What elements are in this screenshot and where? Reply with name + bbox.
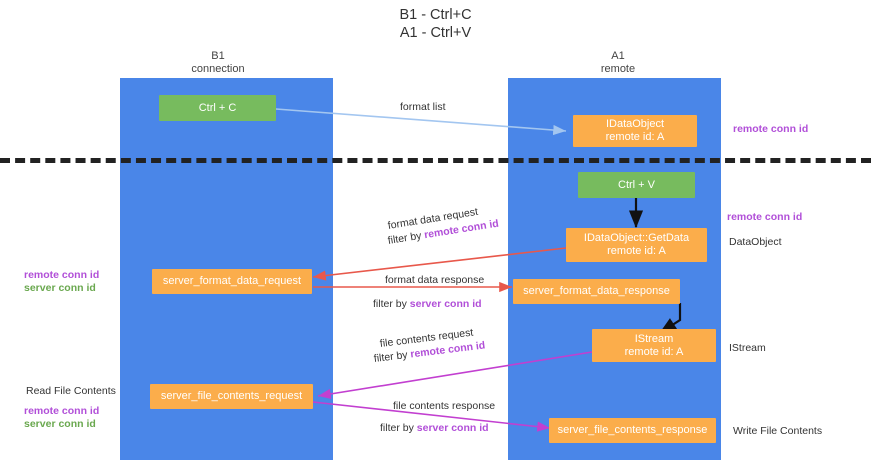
filter-prefix: filter by bbox=[380, 422, 417, 434]
section-divider bbox=[0, 158, 871, 163]
node-ctrl-v-label: Ctrl + V bbox=[618, 178, 655, 191]
edge-label-file-contents-response: file contents response bbox=[393, 400, 495, 413]
node-server-file-contents-request-label: server_file_contents_request bbox=[160, 390, 303, 402]
node-server-file-contents-request[interactable]: server_file_contents_request bbox=[150, 384, 313, 409]
diagram-title: B1 - Ctrl+C A1 - Ctrl+V bbox=[0, 6, 871, 42]
node-getdata-remote-id: remote id: A bbox=[607, 245, 666, 257]
annotation-right-dataobject: DataObject bbox=[729, 236, 782, 248]
column-header-a1-role: remote bbox=[600, 63, 636, 75]
node-idataobject-remote-id: remote id: A bbox=[605, 131, 665, 143]
edge-label-format-data-response-text: format data response bbox=[385, 274, 485, 286]
column-header-b1: B1 connection bbox=[108, 50, 328, 76]
column-header-a1: A1 remote bbox=[508, 50, 728, 76]
node-ctrl-c-label: Ctrl + C bbox=[198, 101, 237, 114]
edge-label-file-contents-response-filter: filter by server conn id bbox=[380, 422, 489, 435]
node-istream-remote-id: remote id: A bbox=[624, 345, 684, 358]
annotation-left-server-conn-id-2: server conn id bbox=[24, 418, 96, 430]
edge-label-file-contents-response-text: file contents response bbox=[393, 400, 496, 412]
node-server-format-data-response[interactable]: server_format_data_response bbox=[513, 279, 680, 304]
node-server-file-contents-response[interactable]: server_file_contents_response bbox=[549, 418, 716, 443]
title-line-2: A1 - Ctrl+V bbox=[399, 25, 472, 41]
annotation-left-remote-conn-id-2: remote conn id bbox=[24, 405, 100, 417]
node-server-format-data-request[interactable]: server_format_data_request bbox=[152, 269, 312, 294]
node-server-file-contents-response-label: server_file_contents_response bbox=[557, 424, 708, 436]
annotation-right-remote-conn-id-top: remote conn id bbox=[733, 123, 809, 135]
node-getdata-label: IDataObject::GetData bbox=[583, 232, 690, 244]
node-idataobject[interactable]: IDataObject remote id: A bbox=[573, 115, 697, 147]
node-istream[interactable]: IStream remote id: A bbox=[592, 329, 716, 362]
node-idataobject-getdata[interactable]: IDataObject::GetData remote id: A bbox=[566, 228, 707, 262]
node-istream-label: IStream bbox=[634, 332, 674, 345]
node-idataobject-label: IDataObject bbox=[605, 118, 665, 130]
edge-label-format-data-response: format data response bbox=[385, 274, 484, 287]
node-ctrl-v[interactable]: Ctrl + V bbox=[578, 172, 695, 198]
node-server-format-data-request-label: server_format_data_request bbox=[162, 275, 302, 287]
annotation-left-read-file-contents: Read File Contents bbox=[26, 385, 116, 397]
annotation-left-remote-conn-id: remote conn id bbox=[24, 269, 100, 281]
edge-label-format-data-response-filter: filter by server conn id bbox=[373, 298, 482, 311]
column-header-b1-role: connection bbox=[191, 63, 245, 75]
column-header-b1-name: B1 bbox=[211, 50, 225, 62]
annotation-right-istream: IStream bbox=[729, 342, 766, 354]
annotation-right-write-file-contents: Write File Contents bbox=[733, 425, 823, 437]
edge-label-format-list-text: format list bbox=[400, 101, 446, 113]
column-header-a1-name: A1 bbox=[611, 50, 625, 62]
filter-key-server-conn-id: server conn id bbox=[416, 422, 489, 434]
annotation-left-server-conn-id: server conn id bbox=[24, 282, 96, 294]
annotation-right-remote-conn-id-mid: remote conn id bbox=[727, 211, 803, 223]
edge-label-format-list: format list bbox=[400, 101, 446, 114]
node-ctrl-c[interactable]: Ctrl + C bbox=[159, 95, 276, 121]
filter-prefix: filter by bbox=[373, 298, 410, 310]
filter-prefix: filter by bbox=[373, 348, 412, 365]
node-server-format-data-response-label: server_format_data_response bbox=[523, 285, 670, 297]
filter-key-server-conn-id: server conn id bbox=[409, 298, 482, 310]
title-line-1: B1 - Ctrl+C bbox=[399, 7, 472, 23]
